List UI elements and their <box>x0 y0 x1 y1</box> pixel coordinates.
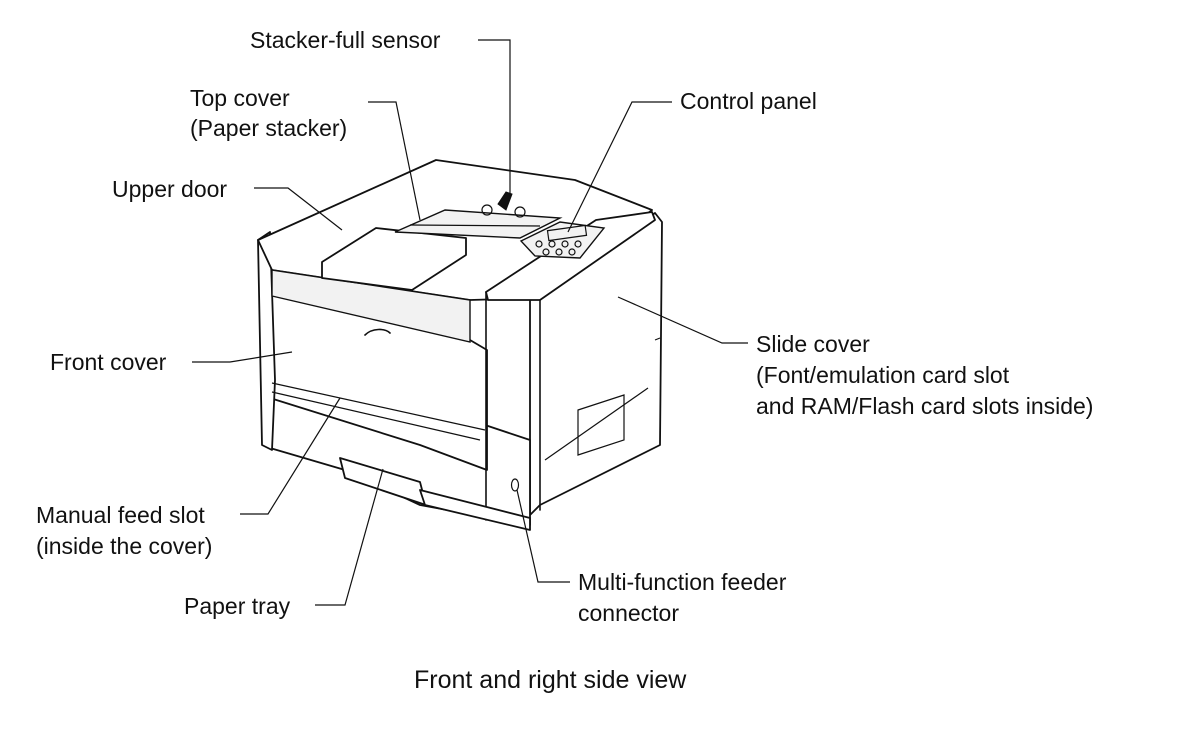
slide-cover-edge <box>544 387 649 461</box>
label-manual-feed-line2: (inside the cover) <box>36 533 212 559</box>
label-mff-line2: connector <box>578 600 679 626</box>
label-top-cover-line1: Top cover <box>190 85 290 111</box>
front-band <box>271 269 471 343</box>
leader-paper-tray <box>315 468 384 606</box>
label-manual-feed-line1: Manual feed slot <box>36 502 205 528</box>
mff-connector <box>510 478 520 492</box>
label-stacker-full-sensor: Stacker-full sensor <box>250 27 441 53</box>
leader-control-panel <box>567 101 672 233</box>
label-control-panel: Control panel <box>680 88 817 114</box>
label-front-cover: Front cover <box>50 349 167 375</box>
leader-stacker-full-sensor <box>478 39 511 196</box>
leader-mff-connector <box>516 489 570 583</box>
leader-upper-door <box>254 187 343 231</box>
label-mff-line1: Multi-function feeder <box>578 569 787 595</box>
leader-front-cover <box>192 351 293 363</box>
label-top-cover-line2: (Paper stacker) <box>190 115 347 141</box>
label-slide-cover-line2: (Font/emulation card slot <box>756 362 1010 388</box>
label-slide-cover-line1: Slide cover <box>756 331 870 357</box>
label-upper-door: Upper door <box>112 176 227 202</box>
printer-illustration <box>257 159 663 531</box>
leader-slide-cover <box>617 296 748 344</box>
control-panel-keys <box>519 221 606 259</box>
label-paper-tray: Paper tray <box>184 593 291 619</box>
upper-door-plate <box>321 227 467 291</box>
callout-labels: Stacker-full sensor Top cover (Paper sta… <box>36 27 1093 694</box>
label-slide-cover-line3: and RAM/Flash card slots inside) <box>756 393 1093 419</box>
leader-lines <box>192 39 748 606</box>
stacker-sensor-lever <box>497 191 513 211</box>
paper-tray-base <box>419 489 531 531</box>
printer-left-column <box>257 231 276 451</box>
leader-manual-feed-slot <box>240 397 341 515</box>
leader-top-cover <box>368 101 421 221</box>
diagram-caption: Front and right side view <box>414 666 687 694</box>
printer-right-side <box>529 212 663 516</box>
